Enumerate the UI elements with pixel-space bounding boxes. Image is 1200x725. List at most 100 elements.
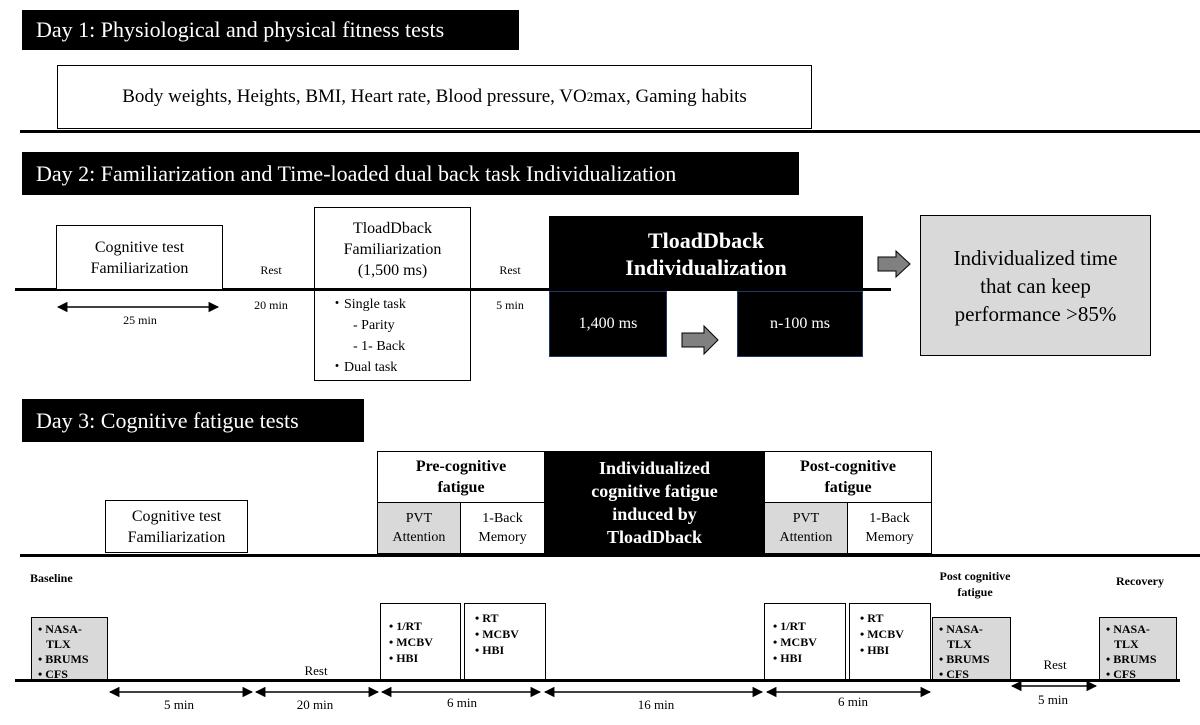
pre-oneback-line2: Memory bbox=[478, 530, 527, 545]
tload-fam-line2: Familiarization bbox=[343, 241, 442, 258]
induced-line4: TloadDback bbox=[606, 527, 703, 547]
tload-fam-line3: (1,500 ms) bbox=[357, 262, 428, 279]
block-arrow-result bbox=[877, 249, 911, 279]
day2-cog-familiarization-box: Cognitive test Familiarization bbox=[56, 225, 223, 290]
post-pvt-box: PVT Attention bbox=[764, 502, 848, 554]
day3-duration-label: 5 min bbox=[1038, 692, 1068, 707]
post-cog-label-line2: fatigue bbox=[957, 585, 993, 599]
day2-duration-20min: 20 min bbox=[254, 298, 288, 312]
q-item: • CFS bbox=[38, 667, 68, 681]
step-ms-box: n-100 ms bbox=[737, 291, 863, 357]
q-item: TLX bbox=[947, 637, 972, 651]
physio-item: • RT bbox=[860, 611, 884, 625]
day2-cog-fam-line2: Familiarization bbox=[90, 259, 189, 277]
day3-header: Day 3: Cognitive fatigue tests bbox=[22, 399, 364, 442]
block-arrow-step bbox=[681, 324, 719, 356]
q-item: • CFS bbox=[1106, 667, 1136, 681]
pre-pvt-line2: Attention bbox=[392, 530, 446, 545]
q-item: • CFS bbox=[939, 667, 969, 681]
post-physio-box-b: • RT • MCBV • HBI bbox=[849, 603, 931, 680]
result-line3: performance >85% bbox=[954, 301, 1117, 326]
day1-header: Day 1: Physiological and physical fitnes… bbox=[22, 10, 519, 50]
start-ms-box: 1,400 ms bbox=[549, 291, 667, 357]
pre-fatigue-title-box: Pre-cognitive fatigue bbox=[377, 451, 545, 503]
day3-duration-label: 16 min bbox=[637, 697, 675, 712]
physio-item: • HBI bbox=[475, 643, 505, 657]
physio-item: • MCBV bbox=[773, 635, 817, 649]
recovery-questionnaire-box: • NASA- TLX • BRUMS • CFS bbox=[1099, 617, 1177, 681]
day3-duration-label: 6 min bbox=[838, 694, 868, 709]
day3-duration-label: 5 min bbox=[164, 697, 194, 712]
pre-oneback-box: 1-Back Memory bbox=[460, 502, 545, 554]
day1-measures-box: Body weights, Heights, BMI, Heart rate, … bbox=[57, 65, 812, 129]
day3-rest-label-2: Rest bbox=[1043, 657, 1067, 672]
day2-rest-label-1: Rest bbox=[260, 263, 282, 277]
task-list-item-4: ・Dual task bbox=[330, 360, 398, 375]
physio-item: • HBI bbox=[860, 643, 890, 657]
result-line1: Individualized time bbox=[953, 245, 1118, 270]
start-ms-label: 1,400 ms bbox=[578, 315, 638, 332]
day1-measures-text-end: max, Gaming habits bbox=[593, 86, 747, 107]
baseline-label: Baseline bbox=[30, 571, 73, 585]
post-fatigue-line1: Post-cognitive bbox=[800, 458, 896, 475]
post-fatigue-line2: fatigue bbox=[824, 479, 872, 496]
induced-line3: induced by bbox=[612, 504, 697, 524]
day3-rest-label-1: Rest bbox=[304, 663, 328, 678]
physio-item: • RT bbox=[475, 611, 499, 625]
post-pvt-line2: Attention bbox=[779, 530, 833, 545]
day3-cog-fam-line1: Cognitive test bbox=[131, 507, 222, 525]
day3-duration-label: 20 min bbox=[296, 697, 334, 712]
post-physio-box-a: • 1/RT • MCBV • HBI bbox=[764, 603, 846, 680]
physio-item: • 1/RT bbox=[773, 619, 806, 633]
q-item: • NASA- bbox=[1106, 622, 1150, 636]
pre-physio-box-a: • 1/RT • MCBV • HBI bbox=[380, 603, 461, 680]
day2-cog-fam-line1: Cognitive test bbox=[94, 238, 185, 256]
post-cog-label: Post cognitive fatigue bbox=[920, 568, 1030, 600]
post-oneback-line1: 1-Back bbox=[869, 511, 910, 526]
post-oneback-box: 1-Back Memory bbox=[847, 502, 932, 554]
day2-duration-25min: 25 min bbox=[123, 313, 157, 327]
post-cog-label-line1: Post cognitive bbox=[939, 569, 1011, 583]
physio-item: • HBI bbox=[773, 651, 803, 665]
task-list-item-2: - Parity bbox=[353, 318, 395, 333]
physio-item: • MCBV bbox=[475, 627, 519, 641]
pre-fatigue-line2: fatigue bbox=[437, 479, 485, 496]
physio-item: • HBI bbox=[389, 651, 419, 665]
individualization-line2: Individualization bbox=[625, 254, 787, 280]
q-item: • NASA- bbox=[38, 622, 82, 636]
pre-fatigue-line1: Pre-cognitive bbox=[415, 458, 507, 475]
tload-fam-timeline-overlay bbox=[314, 288, 471, 291]
result-box: Individualized time that can keep perfor… bbox=[920, 215, 1151, 356]
q-item: TLX bbox=[46, 637, 71, 651]
tload-fam-line1: TloadDback bbox=[352, 220, 433, 237]
day3-divider-upper bbox=[20, 554, 1200, 557]
q-item: TLX bbox=[1114, 637, 1139, 651]
day2-rest-label-2: Rest bbox=[499, 263, 521, 277]
pre-oneback-line1: 1-Back bbox=[482, 511, 523, 526]
day2-header: Day 2: Familiarization and Time-loaded d… bbox=[22, 152, 799, 195]
day1-divider bbox=[20, 130, 1200, 133]
day3-cog-fam-line2: Familiarization bbox=[127, 528, 226, 546]
step-ms-label: n-100 ms bbox=[770, 315, 830, 332]
tload-individualization-box: TloadDback Individualization bbox=[549, 216, 863, 291]
day3-duration-label: 6 min bbox=[447, 695, 477, 710]
baseline-questionnaire-box: • NASA- TLX • BRUMS • CFS bbox=[31, 617, 108, 681]
post-fatigue-title-box: Post-cognitive fatigue bbox=[764, 451, 932, 503]
pre-pvt-box: PVT Attention bbox=[377, 502, 461, 554]
individualization-line1: TloadDback bbox=[647, 227, 765, 253]
pre-physio-box-b: • RT • MCBV • HBI bbox=[464, 603, 546, 680]
post-oneback-line2: Memory bbox=[865, 530, 914, 545]
post-questionnaire-box: • NASA- TLX • BRUMS • CFS bbox=[932, 617, 1011, 681]
vo2-subscript: 2 bbox=[586, 89, 594, 104]
pre-pvt-line1: PVT bbox=[405, 511, 433, 526]
physio-item: • 1/RT bbox=[389, 619, 422, 633]
q-item: • BRUMS bbox=[38, 652, 89, 666]
day1-measures-text: Body weights, Heights, BMI, Heart rate, … bbox=[122, 86, 587, 107]
q-item: • NASA- bbox=[939, 622, 983, 636]
day3-timeline bbox=[15, 679, 1180, 682]
result-line2: that can keep bbox=[980, 273, 1091, 298]
post-pvt-line1: PVT bbox=[792, 511, 820, 526]
q-item: • BRUMS bbox=[1106, 652, 1157, 666]
